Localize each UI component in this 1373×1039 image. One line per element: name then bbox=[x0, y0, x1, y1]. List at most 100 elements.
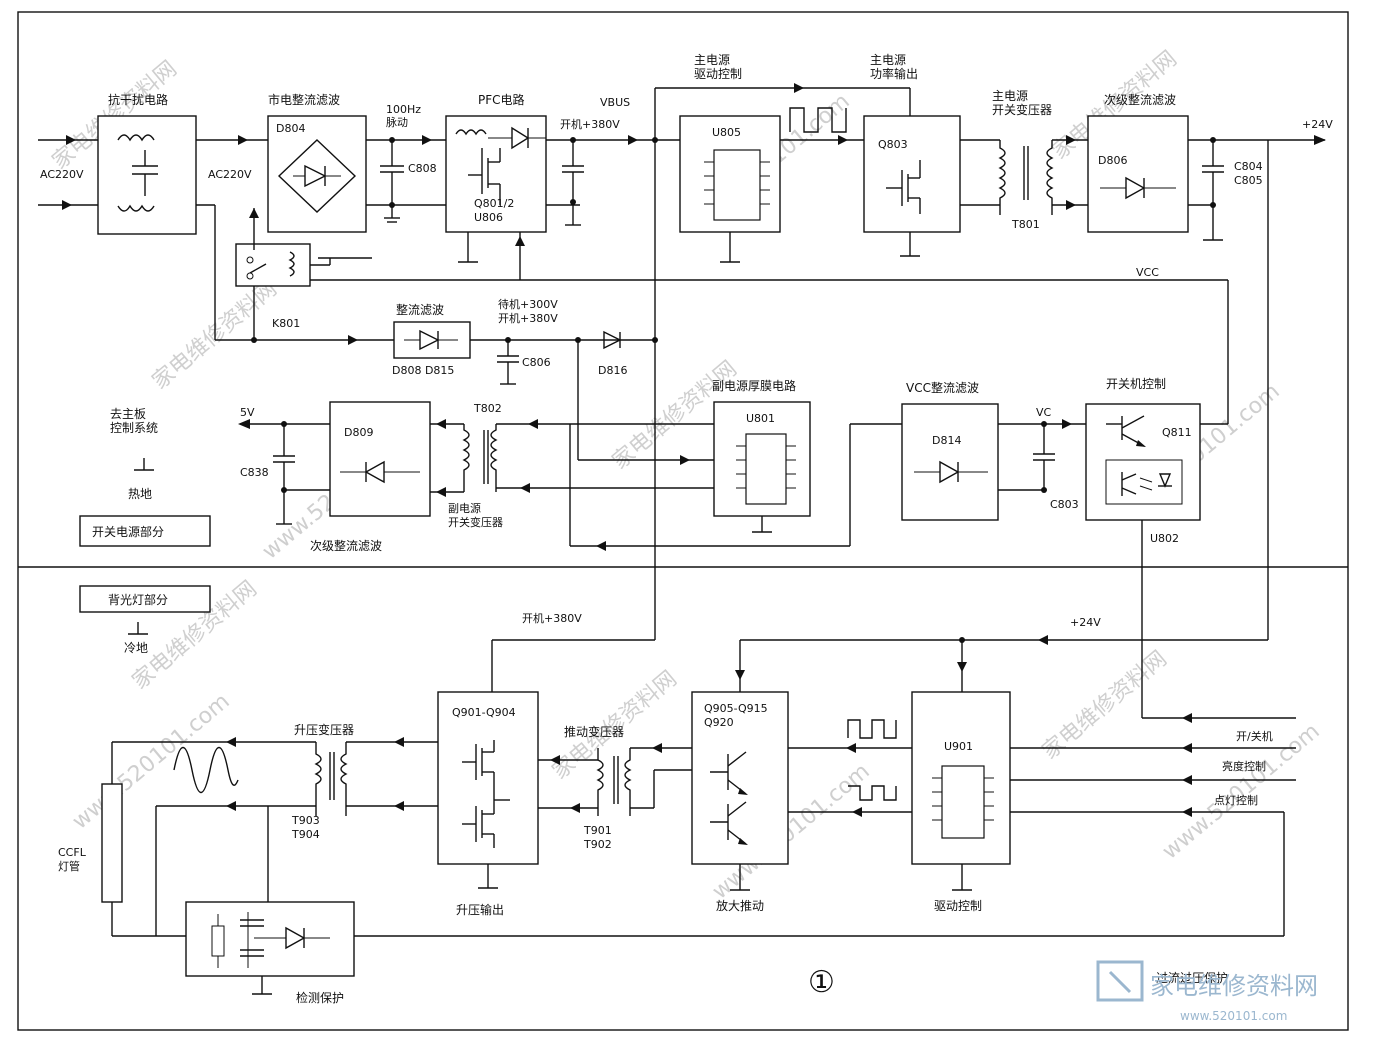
figure-number: ① bbox=[808, 965, 835, 1000]
on380-label: 开机+380V bbox=[560, 117, 620, 131]
c803-label: C803 bbox=[1050, 498, 1079, 511]
hot-gnd-label: 热地 bbox=[128, 487, 152, 501]
drive-ctrl-label: 驱动控制 bbox=[934, 899, 982, 913]
standby-rect-block: 整流滤波 D808 D815 bbox=[392, 302, 471, 377]
main-driver-block: 主电源 驱动控制 U805 bbox=[679, 53, 781, 233]
detect-protect-block bbox=[185, 901, 355, 977]
vc-label: VC bbox=[1036, 406, 1052, 419]
amp-drive-label: 放大推动 bbox=[716, 898, 764, 913]
v5-label: 5V bbox=[240, 406, 255, 419]
aux-sec-rect-block: D809 次级整流滤波 bbox=[310, 401, 431, 553]
rect-label: 市电整流滤波 bbox=[268, 92, 340, 107]
drive-ctrl-block: U901 bbox=[911, 691, 1011, 865]
v24-b-label: +24V bbox=[1070, 616, 1101, 629]
aux-tx-label2: 开关变压器 bbox=[448, 515, 503, 529]
watermark-text: 家电维修资料网 bbox=[1038, 646, 1172, 764]
d806-label: D806 bbox=[1098, 154, 1127, 167]
main-pwr-label1: 主电源 bbox=[870, 53, 906, 67]
ignite-label: 点灯控制 bbox=[1214, 793, 1258, 807]
t801-label: T801 bbox=[1011, 218, 1040, 231]
vcc-rect-block: VCC整流滤波 D814 bbox=[901, 380, 999, 521]
outer-frame bbox=[17, 11, 1349, 1031]
aux-ic-block: 副电源厚膜电路 U801 bbox=[712, 378, 811, 517]
sw-section-label: 开关电源部分 bbox=[92, 524, 164, 539]
ccfl-label2: 灯管 bbox=[58, 859, 80, 873]
ovp-label: 过流过压保护 bbox=[1156, 971, 1228, 985]
boost-output-block: Q901-Q904 bbox=[437, 691, 539, 865]
q811-label: Q811 bbox=[1162, 426, 1192, 439]
c805-label: C805 bbox=[1234, 174, 1263, 187]
emi-filter-block: 抗干扰电路 bbox=[97, 92, 197, 235]
vbus-label: VBUS bbox=[600, 96, 630, 109]
vcc-rect-label: VCC整流滤波 bbox=[906, 380, 979, 395]
vcc-label: VCC bbox=[1136, 266, 1159, 279]
pfc-label: PFC电路 bbox=[478, 92, 525, 107]
sec-label: 次级整流滤波 bbox=[1104, 92, 1176, 107]
hz-label: 100Hz bbox=[386, 103, 421, 116]
main-pwr-label2: 功率输出 bbox=[870, 66, 918, 81]
q905a-label: Q905-Q915 bbox=[704, 702, 768, 715]
stby-label2: 开机+380V bbox=[498, 311, 558, 325]
relay-k801 bbox=[235, 208, 372, 340]
onoff-ctrl-block: 开关机控制 Q811 bbox=[1085, 377, 1201, 521]
u805-label: U805 bbox=[712, 126, 741, 139]
logo-url: www.520101.com bbox=[1180, 1009, 1287, 1023]
aux-tx-label1: 副电源 bbox=[448, 501, 481, 515]
to-main-label2: 控制系统 bbox=[110, 421, 158, 435]
main-drv-label1: 主电源 bbox=[694, 53, 730, 67]
c806-label: C806 bbox=[522, 356, 551, 369]
drive-transformer: 推动变压器 T901 T902 bbox=[564, 724, 632, 851]
on380-b-label: 开机+380V bbox=[522, 611, 582, 625]
hz-pulse-label: 脉动 bbox=[386, 115, 408, 129]
boost-transformer: 升压变压器 T903 T904 bbox=[291, 722, 354, 841]
detect-label: 检测保护 bbox=[296, 990, 344, 1005]
u806-label: U806 bbox=[474, 211, 503, 224]
ac-in-label: AC220V bbox=[40, 168, 84, 181]
ac-mid-label: AC220V bbox=[208, 168, 252, 181]
boost-tx-label: 升压变压器 bbox=[294, 722, 354, 737]
watermark-url: www.520101.com bbox=[68, 689, 235, 835]
amplifier-block: Q905-Q915 Q920 bbox=[691, 691, 789, 865]
main-drv-label2: 驱动控制 bbox=[694, 67, 742, 81]
q901-label: Q901-Q904 bbox=[452, 706, 516, 719]
c804-label: C804 bbox=[1234, 160, 1263, 173]
main-transformer: 主电源 开关变压器 T801 bbox=[992, 89, 1054, 231]
ccfl-label1: CCFL bbox=[58, 846, 87, 859]
k801-label: K801 bbox=[272, 317, 300, 330]
rectifier-block: 市电整流滤波 D804 bbox=[267, 92, 367, 233]
d804-label: D804 bbox=[276, 122, 305, 135]
sec2-label: 次级整流滤波 bbox=[310, 538, 382, 553]
site-logo: 家电维修资料网 www.520101.com bbox=[1096, 960, 1318, 1023]
rect2-label: 整流滤波 bbox=[396, 302, 444, 317]
secondary-rect-block: 次级整流滤波 D806 bbox=[1087, 92, 1189, 233]
c808-label: C808 bbox=[408, 162, 437, 175]
emi-label: 抗干扰电路 bbox=[108, 92, 168, 107]
logo-text: 家电维修资料网 bbox=[1150, 972, 1318, 1000]
cold-gnd-label: 冷地 bbox=[124, 641, 148, 655]
main-power-block: 主电源 功率输出 Q803 bbox=[863, 53, 961, 233]
v24-label: +24V bbox=[1302, 118, 1333, 131]
d808-label: D808 D815 bbox=[392, 364, 454, 377]
t903-label: T903 bbox=[291, 814, 320, 827]
aux-transformer: T802 副电源 开关变压器 bbox=[448, 402, 503, 529]
bright-label: 亮度控制 bbox=[1222, 759, 1266, 773]
q905b-label: Q920 bbox=[704, 716, 734, 729]
boost-out-label: 升压输出 bbox=[456, 902, 504, 917]
d814-label: D814 bbox=[932, 434, 961, 447]
stby-label1: 待机+300V bbox=[498, 297, 558, 311]
d816-label: D816 bbox=[598, 364, 627, 377]
t802-label: T802 bbox=[473, 402, 502, 415]
c838-label: C838 bbox=[240, 466, 269, 479]
bl-section-label: 背光灯部分 bbox=[108, 592, 168, 607]
ccfl-lamp: CCFL 灯管 bbox=[58, 783, 123, 903]
u801-label: U801 bbox=[746, 412, 775, 425]
pfc-block: PFC电路 Q801/2 U806 bbox=[445, 92, 547, 233]
u802-label: U802 bbox=[1150, 532, 1179, 545]
to-main-label1: 去主板 bbox=[110, 407, 146, 421]
q801-label: Q801/2 bbox=[474, 197, 514, 210]
u901-label: U901 bbox=[944, 740, 973, 753]
drive-tx-label: 推动变压器 bbox=[564, 724, 624, 739]
aux-ic-label: 副电源厚膜电路 bbox=[712, 378, 796, 393]
onoff-label: 开/关机 bbox=[1236, 729, 1273, 743]
